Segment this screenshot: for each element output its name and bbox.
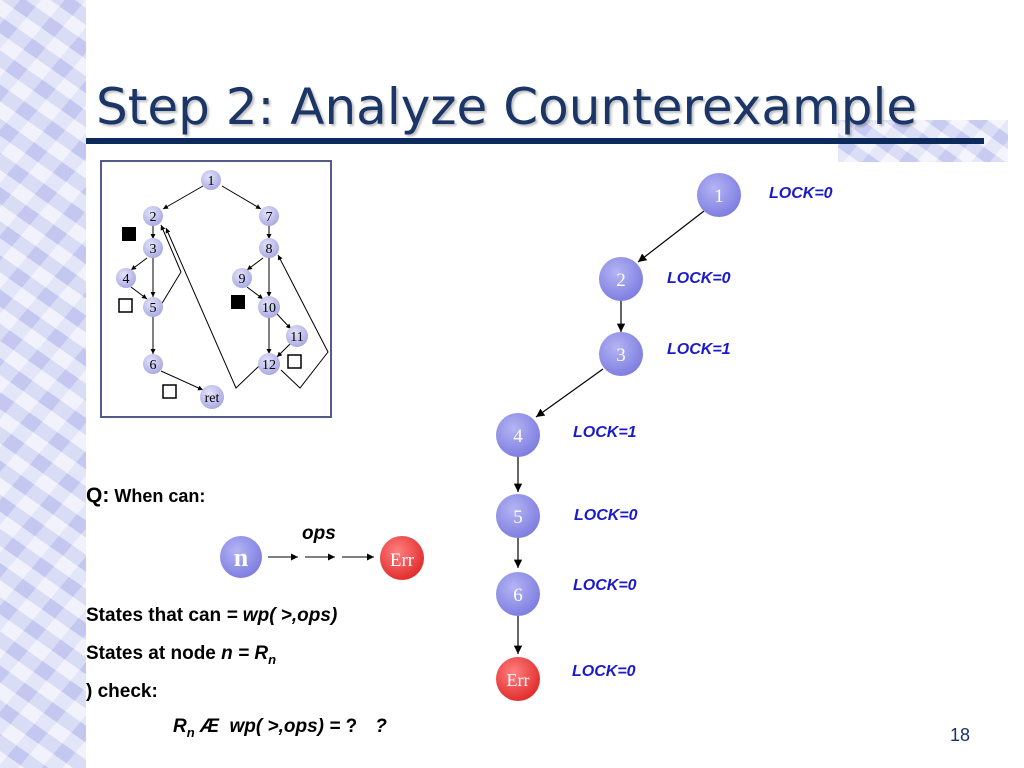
mini-node-6 (143, 354, 163, 374)
r-subscript: n (186, 724, 195, 740)
lock-label: LOCK=0 (573, 577, 637, 594)
counterexample-trace: 1 2 3 4 5 6 Err (496, 173, 741, 701)
mini-node-label: 10 (262, 301, 276, 316)
trace-node-label: 5 (513, 507, 523, 528)
question-diagram: n Err (220, 536, 424, 580)
check-expression: Æ wp( >,ops) = (194, 716, 346, 737)
mini-node-8 (259, 238, 279, 258)
mini-node-label: 4 (123, 272, 130, 287)
mini-node-7 (259, 206, 279, 226)
trace-node-4 (496, 413, 540, 457)
lock-label: LOCK=0 (667, 270, 731, 287)
trace-node-label: 4 (513, 426, 523, 447)
wp-expression: = wp( >,ops) (226, 605, 338, 626)
lock-label: LOCK=0 (574, 507, 638, 524)
mini-node-label: 8 (266, 242, 273, 257)
trace-node-err (496, 657, 540, 701)
check-expression-line: Rn Æ wp( >,ops) = ?? (173, 716, 387, 740)
states-can-line: States that can = wp( >,ops) (86, 605, 337, 627)
mini-node-5 (143, 297, 163, 317)
unlocked-square-icon (162, 384, 177, 399)
mini-node-4 (116, 268, 136, 288)
check-line: ) check: (86, 681, 158, 702)
trace-node-label: 3 (616, 345, 626, 366)
mini-cfg-edges (130, 185, 329, 391)
trace-node-label: 1 (714, 186, 724, 207)
mini-node-11 (286, 325, 308, 347)
lock-label: LOCK=0 (572, 663, 636, 680)
mini-cfg-frame (100, 160, 332, 418)
unlocked-square-icon (118, 298, 133, 313)
locked-square-icon (231, 295, 245, 309)
mini-node-label: 6 (150, 358, 157, 373)
mini-node-label: 9 (239, 272, 246, 287)
question-line: Q: When can: (86, 484, 205, 508)
mini-node-12 (258, 353, 280, 375)
mini-node-label: 7 (266, 210, 273, 225)
node-expression-subscript: n (268, 651, 277, 667)
locked-square-icon (122, 227, 136, 241)
states-can-text: States that can (86, 605, 227, 626)
ops-label: ops (302, 523, 336, 544)
mini-node-label: 3 (150, 242, 157, 257)
lock-label: LOCK=1 (667, 341, 731, 358)
slide-title: Step 2: Analyze Counterexample (96, 78, 918, 136)
trace-node-3 (599, 332, 643, 376)
question-node-err-label: Err (390, 550, 415, 571)
trace-edges (513, 210, 705, 654)
question-node-n (220, 536, 262, 578)
mini-node-10 (258, 296, 280, 318)
mini-node-label: 5 (150, 301, 157, 316)
mini-node-label: 1 (208, 174, 215, 189)
page-number: 18 (950, 725, 971, 745)
mini-node-2 (143, 206, 163, 226)
unlocked-square-icon (287, 354, 302, 369)
trace-node-2 (599, 257, 643, 301)
trace-node-1 (697, 173, 741, 217)
question-node-n-label: n (234, 543, 249, 572)
check-question-mark: ? (375, 716, 387, 737)
mini-node-label: 2 (150, 210, 157, 225)
question-node-err (380, 536, 424, 580)
mini-cfg-nodes: 1 2 3 4 5 6 7 8 9 10 11 12 ret (116, 170, 308, 409)
node-expression: n = R (221, 643, 269, 664)
check-question-mark: ? (345, 716, 358, 737)
title-underline (86, 138, 984, 144)
trace-node-6 (496, 572, 540, 616)
mini-node-3 (143, 238, 163, 258)
lock-state-squares (118, 227, 302, 399)
mini-node-label: 11 (290, 330, 303, 345)
r-symbol: R (173, 716, 187, 737)
mini-node-9 (232, 268, 252, 288)
decorative-sidebar (0, 0, 86, 768)
trace-node-5 (496, 494, 540, 538)
mini-node-ret (200, 385, 224, 409)
mini-cfg-graph: 1 2 3 4 5 6 7 8 9 10 11 12 ret (100, 160, 332, 418)
mini-node-label: 12 (262, 358, 276, 373)
states-at-node-line: States at node n = Rn (86, 643, 276, 667)
lock-label: LOCK=1 (573, 424, 637, 441)
question-text: When can: (114, 486, 206, 506)
states-at-node-text: States at node (86, 643, 222, 664)
lock-label: LOCK=0 (769, 185, 833, 202)
trace-node-label: 6 (513, 585, 523, 606)
trace-node-label: Err (507, 670, 530, 690)
question-prefix: Q: (86, 484, 110, 507)
mini-node-label: ret (205, 391, 220, 406)
trace-node-label: 2 (616, 270, 626, 291)
mini-node-1 (201, 170, 221, 190)
